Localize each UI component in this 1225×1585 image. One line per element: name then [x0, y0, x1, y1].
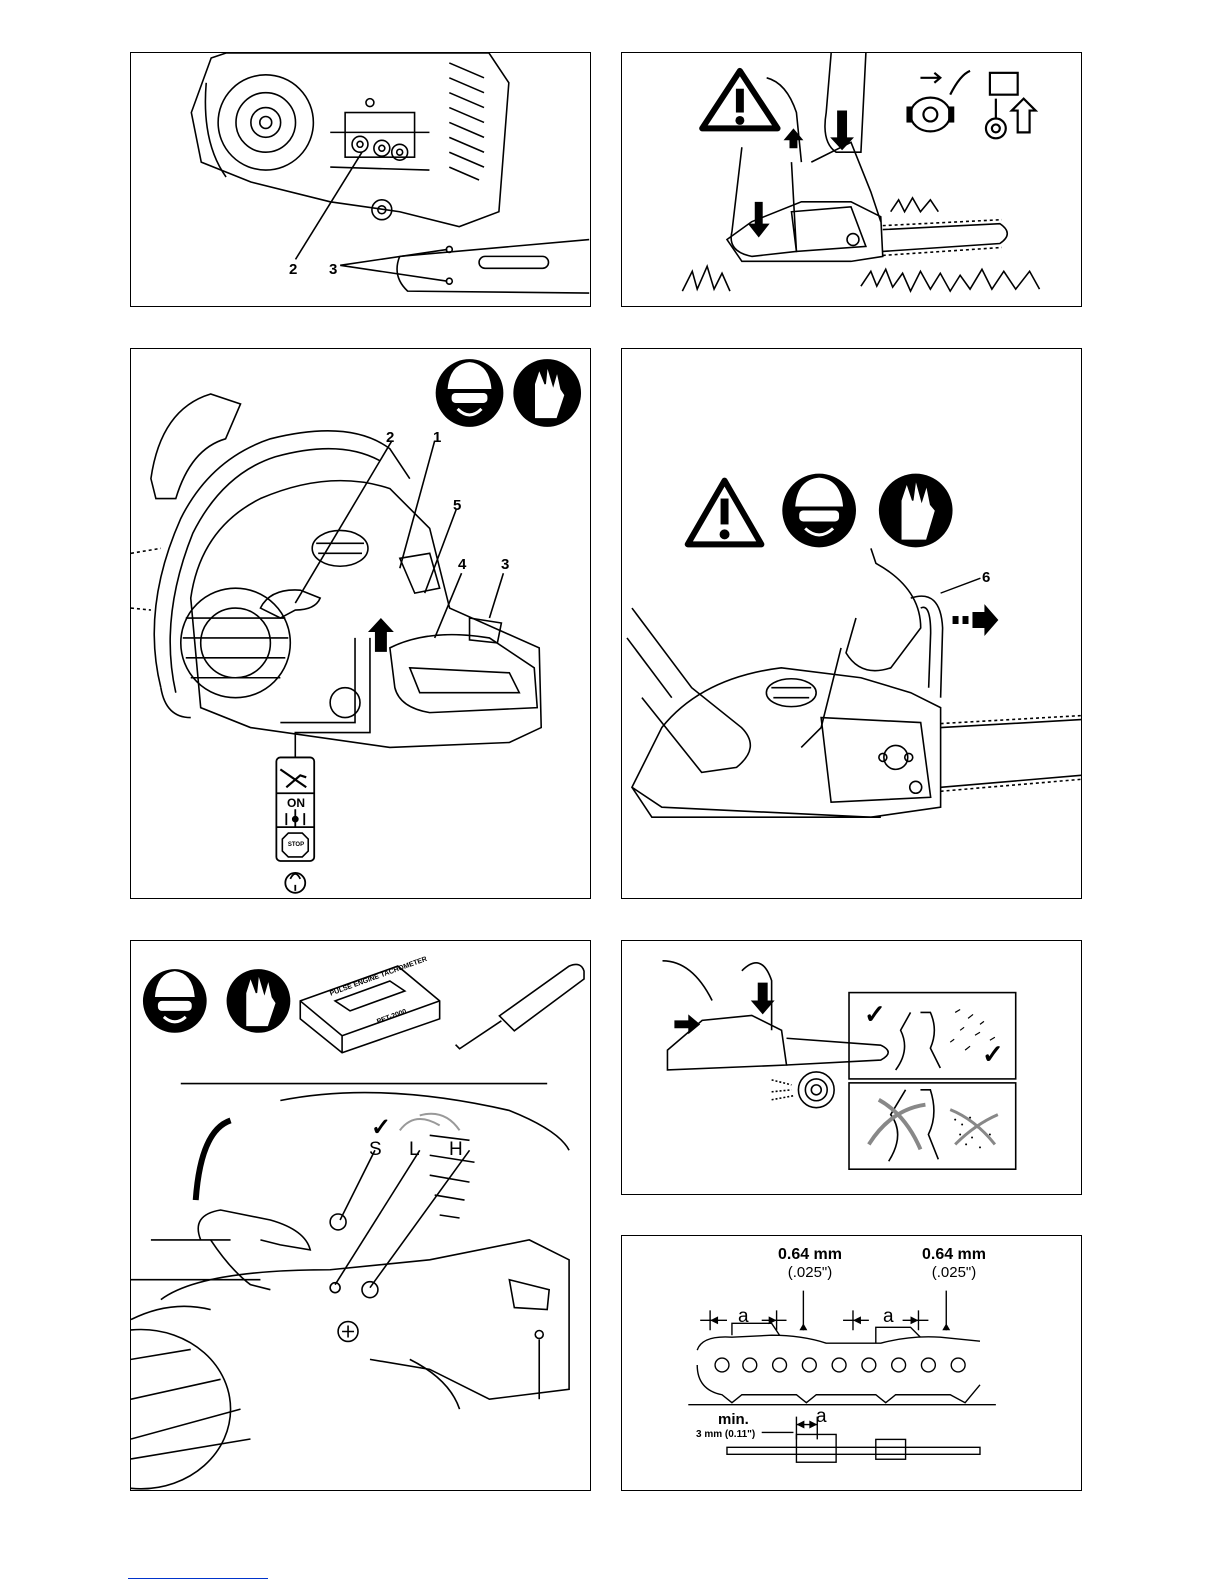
selector-stop-label: STOP [278, 842, 314, 848]
min-label: min. [718, 1411, 749, 1428]
panel-carburettor-adjustment: PULSE ENGINE TACHOMETER PET-2000 ✓ S L H [130, 940, 591, 1491]
screw-label-h: H [449, 1139, 463, 1161]
selector-on-label: ON [278, 796, 314, 810]
bar-mounting-illustration [131, 53, 590, 306]
panel-bar-mounting: 2 3 [130, 52, 591, 307]
callout-5: 5 [453, 497, 461, 514]
measure-right: 0.64 mm (.025") [904, 1246, 1004, 1281]
selector-strip [276, 757, 314, 892]
measure-left-value: 0.64 mm [760, 1246, 860, 1264]
starter-pull-icon [986, 73, 1036, 138]
warning-triangle-icon [688, 481, 762, 545]
panel-cold-start [621, 52, 1082, 307]
helmet-goggles-icon [143, 969, 207, 1033]
carburettor-illustration [131, 941, 590, 1490]
panel-chain-lubrication: ✓ ✓ [621, 940, 1082, 1195]
measure-left-sub: (.025") [760, 1264, 860, 1281]
dimension-a-bottom: a [816, 1406, 827, 1428]
min-value: 3 mm (0.11") [696, 1429, 755, 1440]
gloves-icon [879, 474, 953, 548]
panel-controls: 2 1 5 4 3 ON STOP [130, 348, 591, 899]
callout-1: 1 [433, 429, 441, 446]
screw-label-s: S [369, 1139, 382, 1161]
screwdriver-icon [456, 964, 584, 1048]
cold-start-illustration [622, 53, 1081, 306]
warning-triangle-icon [702, 71, 777, 129]
controls-illustration [131, 349, 590, 898]
footer-link-underline [128, 1578, 268, 1579]
gloves-icon [513, 359, 581, 427]
callout-3: 3 [501, 556, 509, 573]
screw-check-mark: ✓ [371, 1113, 391, 1142]
dimension-a-right: a [883, 1306, 894, 1328]
warm-start-illustration [622, 349, 1081, 898]
dimension-a-left: a [738, 1306, 749, 1328]
good-chips-check-mark: ✓ [982, 1039, 1004, 1070]
callout-4: 4 [458, 556, 466, 573]
callout-3: 3 [329, 261, 337, 278]
measure-right-value: 0.64 mm [904, 1246, 1004, 1264]
gloves-icon [227, 969, 291, 1033]
callout-2: 2 [289, 261, 297, 278]
panel-warm-start: 6 [621, 348, 1082, 899]
chain-lubrication-illustration [622, 941, 1081, 1194]
helmet-goggles-icon [436, 359, 504, 427]
good-check-mark: ✓ [864, 999, 886, 1030]
choke-pull-icon [908, 71, 971, 132]
screw-label-l: L [409, 1139, 420, 1161]
callout-2: 2 [386, 429, 394, 446]
measure-left: 0.64 mm (.025") [760, 1246, 860, 1281]
callout-6: 6 [982, 569, 990, 586]
panel-depth-gauge: 0.64 mm (.025") 0.64 mm (.025") a a a mi… [621, 1235, 1082, 1491]
helmet-goggles-icon [782, 474, 856, 548]
measure-right-sub: (.025") [904, 1264, 1004, 1281]
